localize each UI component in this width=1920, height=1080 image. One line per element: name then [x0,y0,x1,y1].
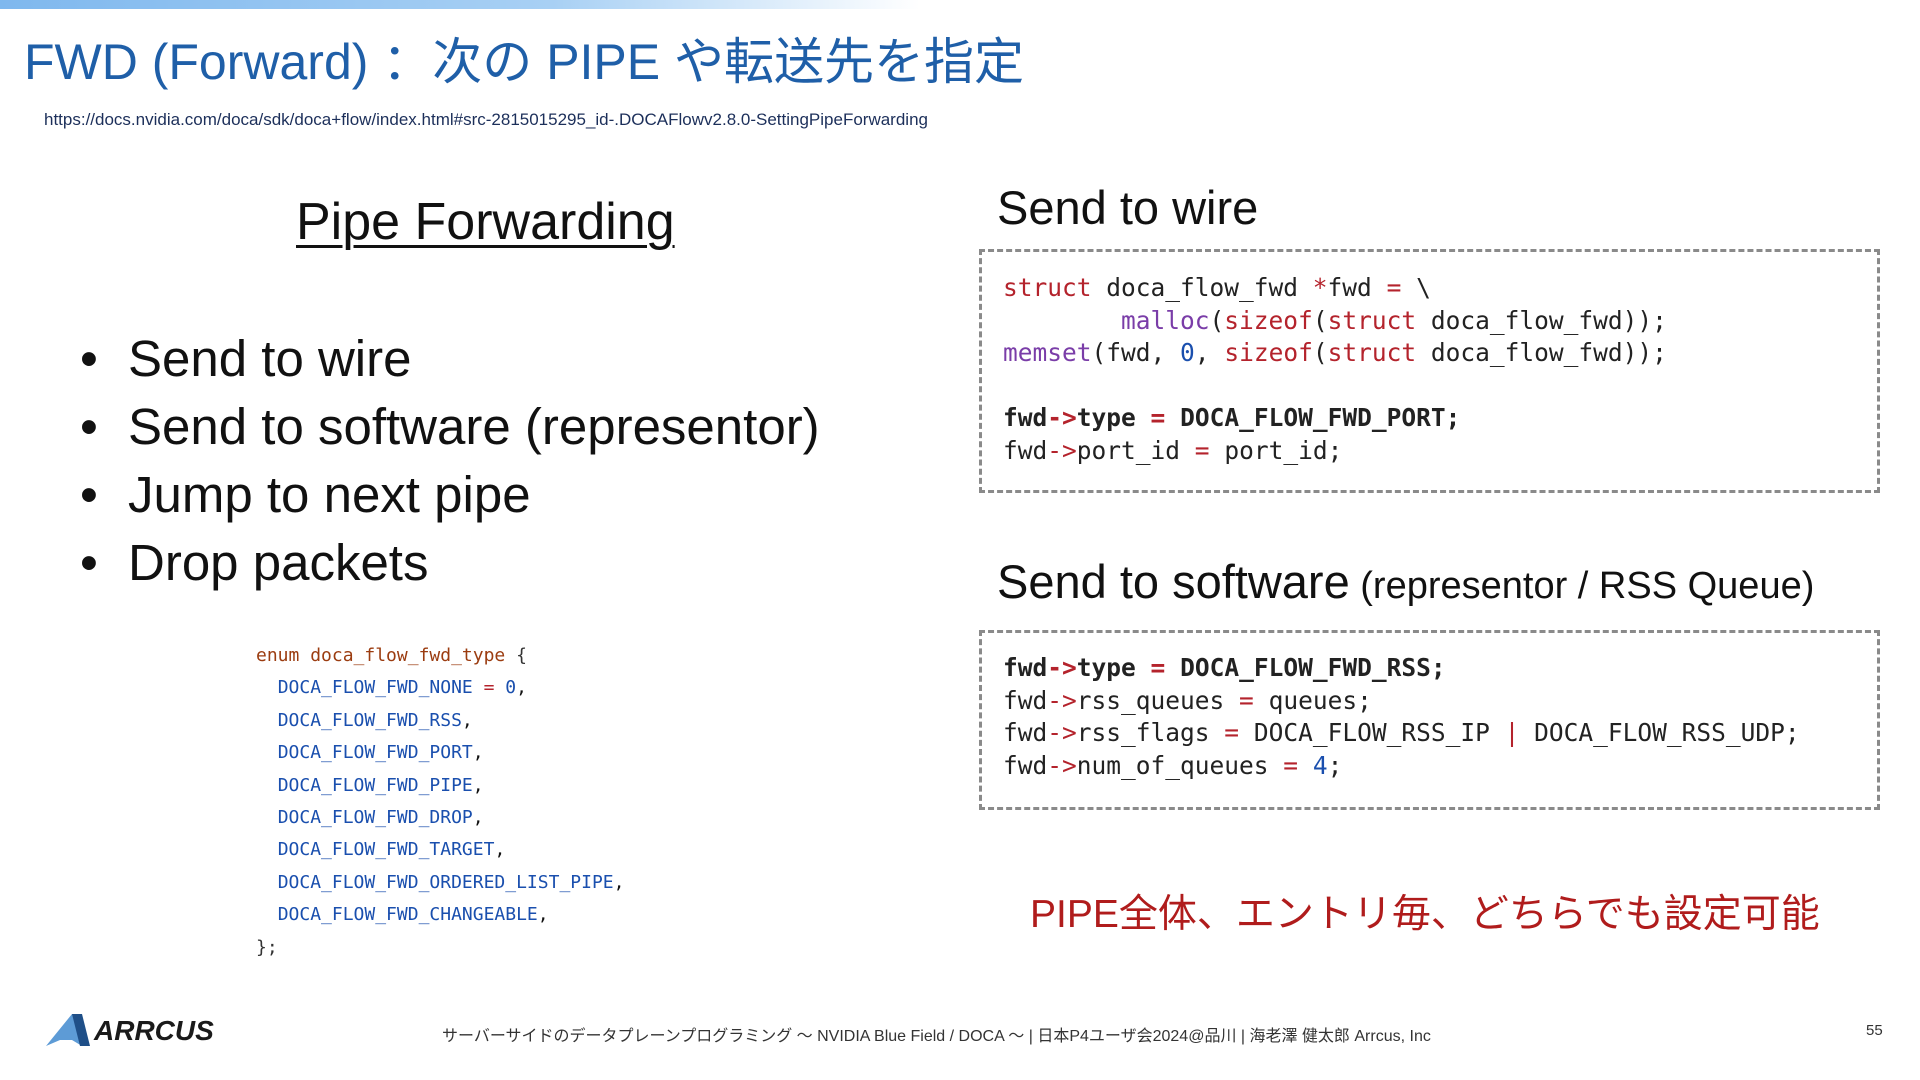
bullet-icon: • [80,534,98,591]
bullet-icon: • [80,330,98,387]
list-item: • Jump to next pipe [80,461,820,529]
enum-item: DOCA_FLOW_FWD_RSS [277,709,462,731]
bullet-icon: • [80,466,98,523]
send-to-wire-title: Send to wire [997,181,1259,234]
send-to-wire-code-box [979,249,1880,493]
bullet-text: Jump to next pipe [128,466,531,523]
send-to-software-code-box [979,630,1880,810]
logo-text: ARRCUS [93,1015,214,1046]
pipe-forwarding-heading: Pipe Forwarding [296,193,675,251]
code-line: fwd->rss_flags = DOCA_FLOW_RSS_IP | DOCA… [1003,718,1800,747]
configurable-note: PIPE全体、エントリ毎、どちらでも設定可能 [1030,893,1820,936]
send-to-software-main: Send to software [997,555,1350,608]
enum-name: doca_flow_fwd_type [310,645,506,666]
enum-item: DOCA_FLOW_FWD_CHANGEABLE [277,904,538,926]
list-item: • Drop packets [80,529,820,597]
send-to-software-sub: (representor / RSS Queue) [1349,565,1815,607]
forwarding-options-list: • Send to wire • Send to software (represe… [80,325,820,597]
enum-close: }; [256,936,278,958]
page-number: 55 [1866,1022,1883,1039]
code-line [1003,370,1667,403]
send-to-wire-code: struct doca_flow_fwd *fwd = \ malloc(siz… [1003,272,1667,467]
top-accent-bar [0,0,920,9]
enum-item: DOCA_FLOW_FWD_TARGET [277,839,495,861]
code-line: fwd->num_of_queues = 4; [1003,750,1343,780]
bullet-text: Drop packets [128,534,429,591]
footer-text: サーバーサイドのデータプレーンプログラミング 〜 NVIDIA Blue Fie… [442,1028,1431,1045]
code-line: fwd->type = DOCA_FLOW_FWD_PORT; [1003,403,1461,432]
bullet-text: Send to wire [128,330,412,387]
code-line: memset(fwd, 0, sizeof(struct doca_flow_f… [1003,338,1667,367]
send-to-software-title: Send to software (representor / RSS Queu… [997,554,1814,609]
code-line: fwd->type = DOCA_FLOW_FWD_RSS; [1003,653,1446,682]
enum-item: DOCA_FLOW_FWD_ORDERED_LIST_PIPE [277,871,614,893]
arrcus-logo: ARRCUS [46,1014,214,1046]
enum-keyword: enum [256,645,300,666]
code-line: malloc(sizeof(struct doca_flow_fwd)); [1121,305,1667,335]
bullet-icon: • [80,398,98,455]
code-line: fwd->port_id = port_id; [1003,435,1343,465]
enum-item: DOCA_FLOW_FWD_NONE [277,677,473,699]
bullet-text: Send to software (representor) [128,398,820,455]
reference-url[interactable]: https://docs.nvidia.com/doca/sdk/doca+fl… [44,110,928,129]
send-to-software-code: fwd->type = DOCA_FLOW_FWD_RSS; fwd->rss_q… [1003,652,1800,782]
list-item: • Send to software (representor) [80,393,820,461]
code-line: struct doca_flow_fwd *fwd = \ [1003,273,1431,302]
slide-title: FWD (Forward) ：次の PIPE や転送先を指定 [24,34,1025,90]
list-item: • Send to wire [80,325,820,393]
enum-code-block: enum doca_flow_fwd_type { DOCA_FLOW_FWD_… [256,645,625,958]
enum-item: DOCA_FLOW_FWD_PIPE [277,774,473,796]
enum-value: 0 [505,677,517,699]
code-line: fwd->rss_queues = queues; [1003,685,1372,715]
enum-item: DOCA_FLOW_FWD_DROP [277,807,473,829]
enum-open-brace: { [505,645,527,666]
enum-item: DOCA_FLOW_FWD_PORT [277,742,473,764]
